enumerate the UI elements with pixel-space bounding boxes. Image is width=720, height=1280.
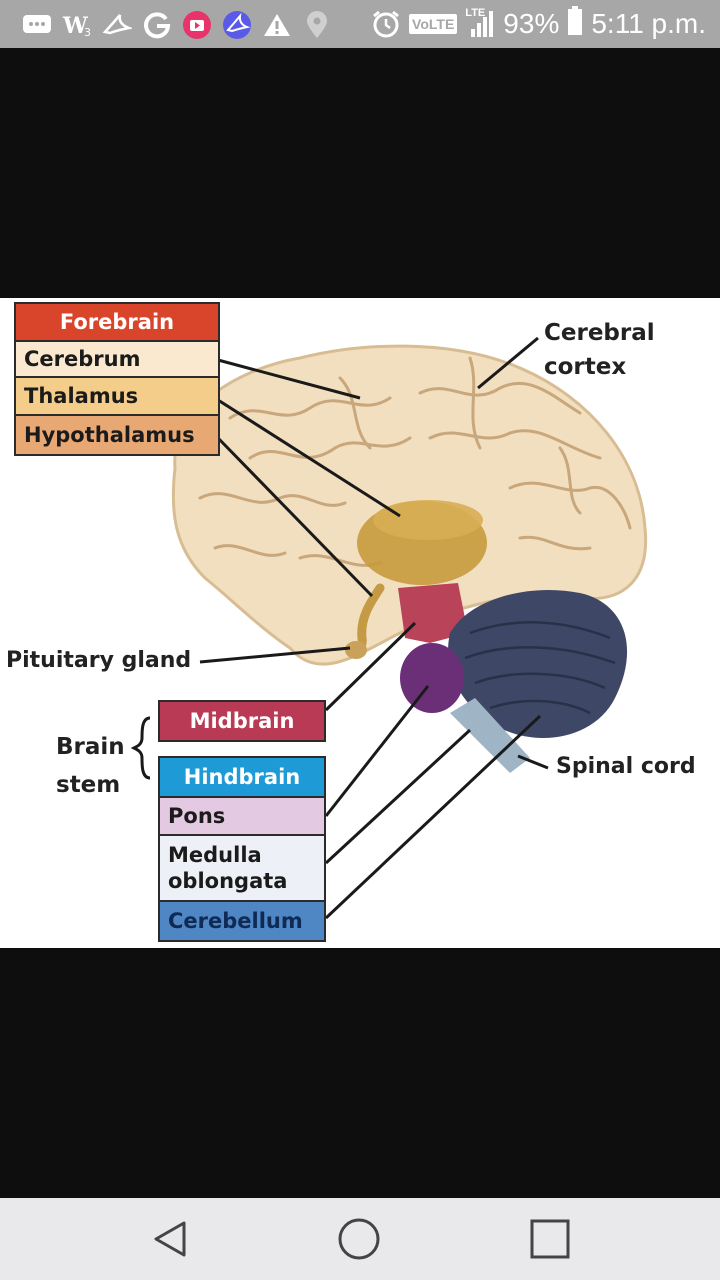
video-app-icon <box>182 10 212 40</box>
home-button[interactable] <box>334 1214 384 1264</box>
navigation-bar <box>0 1198 720 1280</box>
pons-shape <box>400 643 464 713</box>
bird-app-icon <box>222 10 252 40</box>
back-icon <box>154 1221 186 1257</box>
battery-icon <box>567 5 583 43</box>
google-icon <box>142 10 172 40</box>
midbrain-shape <box>398 583 468 643</box>
hypothalamus-label: Hypothalamus <box>14 414 220 456</box>
back-button[interactable] <box>145 1214 195 1264</box>
hindbrain-header: Hindbrain <box>158 756 326 798</box>
medulla-label-line1: Medulla <box>168 843 262 867</box>
brain-diagram-image[interactable]: Forebrain Cerebrum Thalamus Hypothalamus… <box>0 298 720 948</box>
midbrain-label: Midbrain <box>158 700 326 742</box>
thalamus-label: Thalamus <box>14 376 220 416</box>
home-icon <box>338 1218 380 1260</box>
volte-badge: VoLTE <box>409 14 458 34</box>
messages-icon <box>22 10 52 40</box>
alarm-icon <box>371 9 401 39</box>
brain-stem-label-line2: stem <box>56 772 121 798</box>
battery-level: 93% <box>503 8 560 39</box>
medulla-label: Medulla oblongata <box>158 834 326 902</box>
bird-icon <box>102 10 132 40</box>
recents-icon <box>530 1219 570 1259</box>
clock: 5:11 p.m. <box>591 8 706 39</box>
medulla-label-line2: oblongata <box>168 869 288 893</box>
pituitary-shape <box>345 641 367 659</box>
leader-lines <box>130 336 549 920</box>
status-right: VoLTE LTE 93% 5:11 p.m. <box>371 5 706 43</box>
location-icon <box>302 10 332 40</box>
cerebellum-label: Cerebellum <box>158 900 326 942</box>
brain-stem-label-line1: Brain <box>56 734 125 760</box>
network-type: LTE <box>465 7 486 19</box>
warning-icon <box>262 10 292 40</box>
cerebellum-folds <box>464 621 616 715</box>
cerebrum-label: Cerebrum <box>14 340 220 378</box>
spinal-cord-label: Spinal cord <box>556 754 696 779</box>
brain-illustration <box>130 336 648 920</box>
recents-button[interactable] <box>525 1214 575 1264</box>
forebrain-header: Forebrain <box>14 302 220 342</box>
cerebral-cortex-label-line1: Cerebral <box>544 320 655 346</box>
svg-text:3: 3 <box>84 26 91 38</box>
pons-label: Pons <box>158 796 326 836</box>
signal-icon: LTE <box>465 7 495 39</box>
cortex-folds <box>198 356 632 567</box>
cerebral-cortex-label-line2: cortex <box>544 354 627 380</box>
svg-text:W: W <box>62 13 88 38</box>
spinal-cord-shape <box>450 698 530 773</box>
pituitary-gland-label: Pituitary gland <box>6 648 192 673</box>
